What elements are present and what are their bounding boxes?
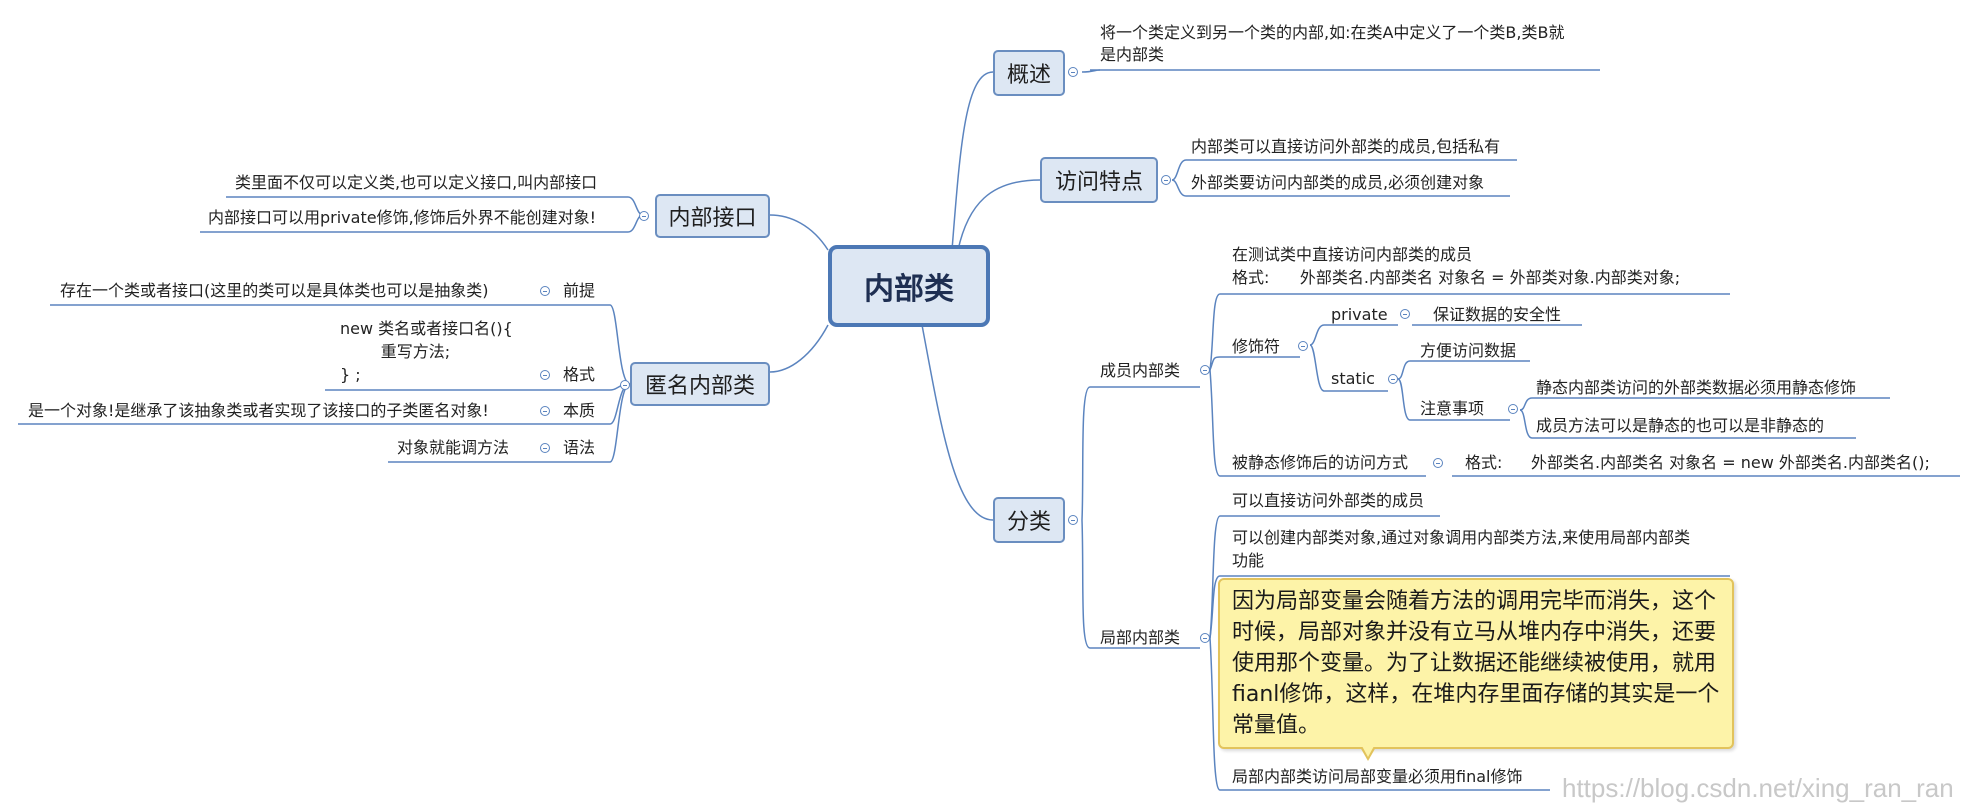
collapse-icon[interactable] [1200,633,1210,643]
anonymous-format-line2: 重写方法; [340,342,451,361]
collapse-icon[interactable] [1200,365,1210,375]
anonymous-format-line3: } ; [340,365,361,384]
collapse-icon[interactable] [639,211,649,221]
anonymous-essence-text: 是一个对象!是继承了该抽象类或者实现了该接口的子类匿名对象! [28,401,489,420]
anonymous-syntax-label: 语法 [563,438,596,457]
anonymous-format-label: 格式 [563,365,596,384]
collapse-icon[interactable] [540,443,550,453]
topic-overview-label: 概述 [1006,63,1051,88]
inner-interface-item-1: 类里面不仅可以定义类,也可以定义接口,叫内部接口 [235,173,598,192]
modifier-label: 修饰符 [1232,337,1281,356]
note-1: 静态内部类访问的外部类数据必须用静态修饰 [1536,378,1857,397]
callout-note-text: 因为局部变量会随着方法的调用完毕而消失，这个时候，局部对象并没有立马从堆内存中消… [1232,589,1720,738]
topic-anonymous-label: 匿名内部类 [644,374,755,399]
anonymous-essence-label: 本质 [563,401,596,420]
anonymous-syntax-text: 对象就能调方法 [397,438,510,457]
collapse-icon[interactable] [1388,374,1398,384]
topic-access-label: 访问特点 [1054,170,1143,195]
overview-text-line2: 是内部类 [1100,45,1165,64]
collapse-icon[interactable] [620,380,630,390]
static-access-format: 外部类名.内部类名 对象名 = new 外部类名.内部类名(); [1531,453,1930,472]
anonymous-premise-label: 前提 [563,281,596,300]
topic-classification[interactable]: 分类 [993,497,1065,543]
note-2: 成员方法可以是静态的也可以是非静态的 [1536,416,1825,435]
member-test-line2: 格式: 外部类名.内部类名 对象名 = 外部类对象.内部类对象; [1232,268,1681,287]
notes-label: 注意事项 [1420,399,1485,418]
collapse-icon[interactable] [1298,341,1308,351]
collapse-icon[interactable] [1068,67,1078,77]
collapse-icon[interactable] [540,286,550,296]
collapse-icon[interactable] [1433,458,1443,468]
access-item-1: 内部类可以直接访问外部类的成员,包括私有 [1191,137,1501,156]
member-test-line1: 在测试类中直接访问内部类的成员 [1232,245,1473,264]
collapse-icon[interactable] [1400,309,1410,319]
collapse-icon[interactable] [1508,404,1518,414]
inner-interface-item-2: 内部接口可以用private修饰,修饰后外界不能创建对象! [208,208,597,227]
private-text: 保证数据的安全性 [1433,305,1562,324]
local-item-2-line2: 功能 [1232,551,1265,570]
topic-inner-interface[interactable]: 内部接口 [655,194,770,238]
anonymous-premise-text: 存在一个类或者接口(这里的类可以是具体类也可以是抽象类) [60,281,489,300]
collapse-icon[interactable] [1068,515,1078,525]
private-label: private [1331,305,1388,324]
topic-overview[interactable]: 概述 [993,50,1065,96]
collapse-icon[interactable] [540,370,550,380]
anonymous-format-line1: new 类名或者接口名(){ [340,319,513,338]
local-inner-class-label: 局部内部类 [1100,628,1181,647]
static-access-label: 被静态修饰后的访问方式 [1232,453,1409,472]
root-label: 内部类 [864,272,954,307]
callout-pointer-fill [1362,746,1374,757]
topic-anonymous-class[interactable]: 匿名内部类 [630,362,770,406]
watermark: https://blog.csdn.net/xing_ran_ran [1562,773,1954,803]
overview-text-line1: 将一个类定义到另一个类的内部,如:在类A中定义了一个类B,类B就 [1100,23,1565,42]
root-node[interactable]: 内部类 [828,245,990,327]
access-item-2: 外部类要访问内部类的成员,必须创建对象 [1191,173,1485,192]
topic-inner-interface-label: 内部接口 [668,206,757,231]
local-item-1: 可以直接访问外部类的成员 [1232,491,1425,510]
topic-access[interactable]: 访问特点 [1040,157,1158,203]
static-access-format-label: 格式: [1465,453,1503,472]
local-item-3: 局部内部类访问局部变量必须用final修饰 [1232,767,1523,786]
callout-note: 因为局部变量会随着方法的调用完毕而消失，这个时候，局部对象并没有立马从堆内存中消… [1218,578,1734,749]
member-inner-class-label: 成员内部类 [1100,361,1181,380]
static-text: 方便访问数据 [1420,341,1517,360]
topic-classification-label: 分类 [1006,510,1051,535]
local-item-2-line1: 可以创建内部类对象,通过对象调用内部类方法,来使用局部内部类 [1232,528,1691,547]
collapse-icon[interactable] [540,406,550,416]
static-label: static [1331,369,1375,388]
collapse-icon[interactable] [1161,175,1171,185]
